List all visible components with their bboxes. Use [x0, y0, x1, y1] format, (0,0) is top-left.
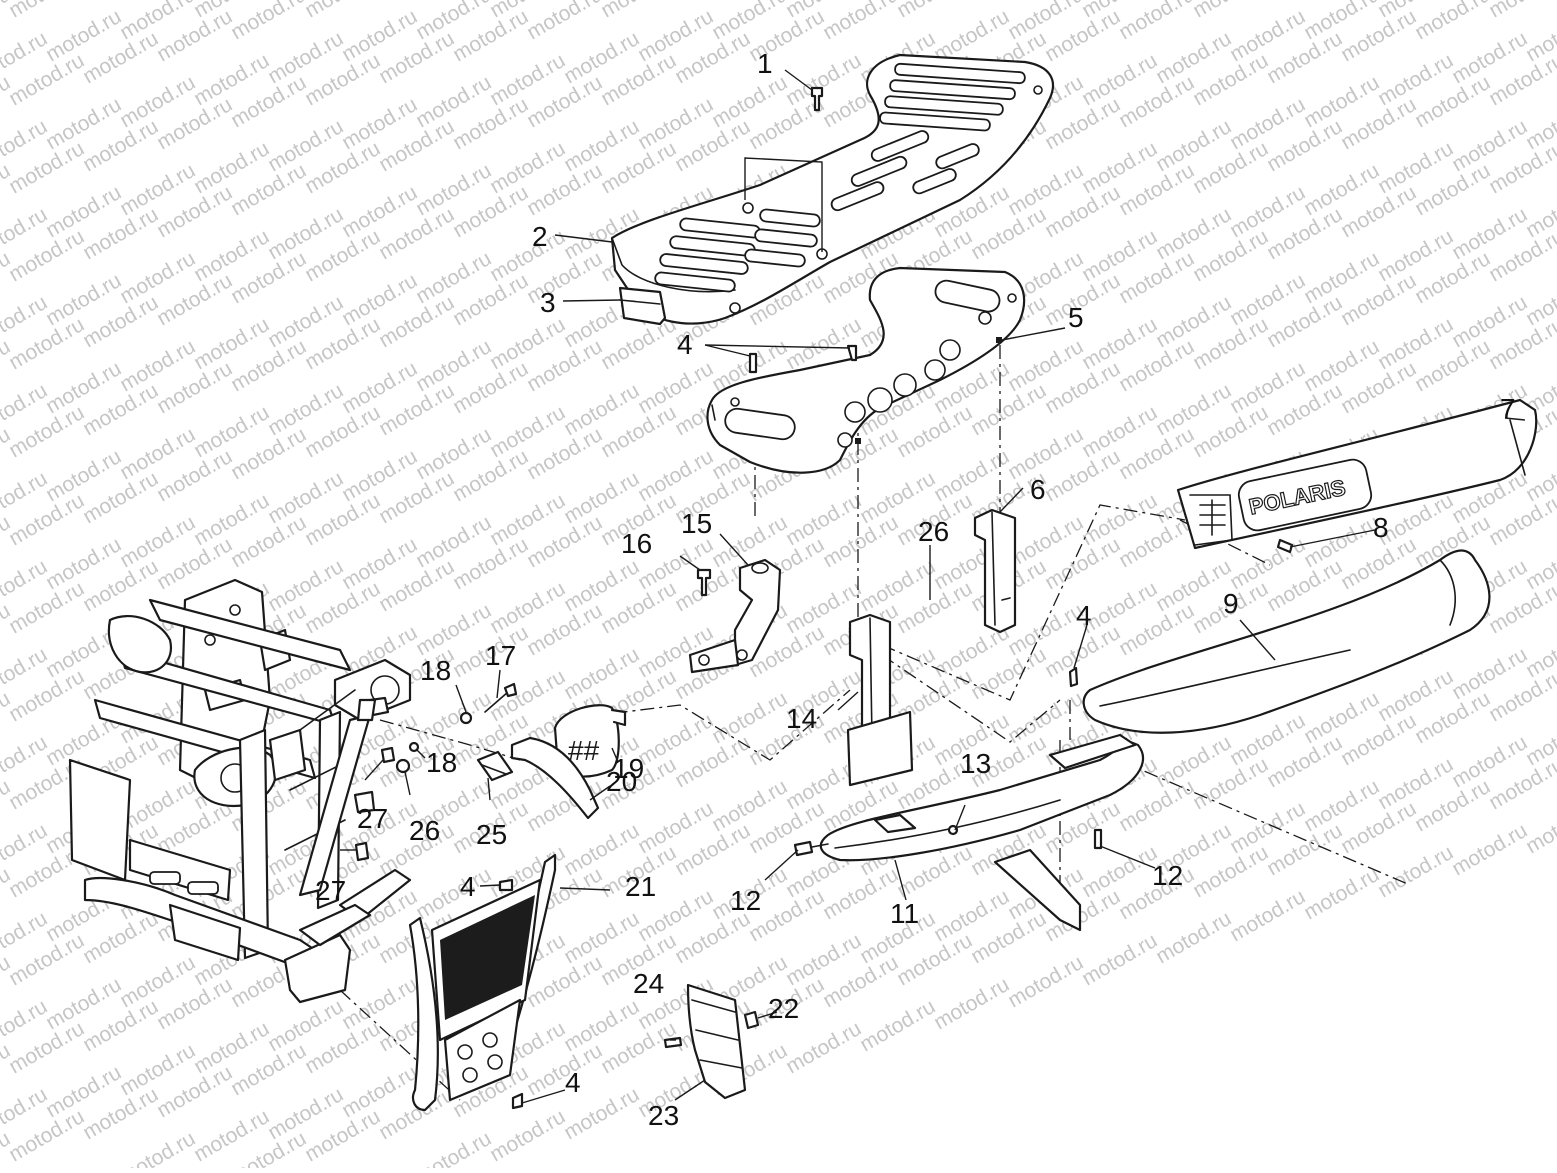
watermark-text: motod.ru	[597, 0, 680, 22]
callout-26a: 26	[918, 516, 949, 547]
watermark-text: motod.ru	[486, 1105, 569, 1166]
callout-18a: 18	[420, 655, 451, 686]
watermark-text: motod.ru	[1078, 929, 1161, 990]
watermark-text: motod.ru	[819, 0, 902, 44]
callout-22: 22	[768, 993, 799, 1024]
watermark-text: motod.ru	[1374, 841, 1457, 902]
watermark-text: motod.ru	[523, 0, 606, 44]
callout-27b: 27	[315, 875, 346, 906]
callout-4d: 4	[565, 1067, 581, 1098]
watermark-text: motod.ru	[1115, 0, 1198, 44]
watermark-text: motod.ru	[856, 995, 939, 1056]
callout-16: 16	[621, 528, 652, 559]
watermark-text: motod.ru	[1189, 0, 1272, 22]
callout-18b: 18	[426, 747, 457, 778]
callout-4c: 4	[460, 871, 476, 902]
watermark-text: motod.ru	[1411, 0, 1494, 44]
callout-8: 8	[1373, 512, 1389, 543]
callout-13: 13	[960, 748, 991, 779]
callout-23: 23	[648, 1100, 679, 1131]
callout-21: 21	[625, 871, 656, 902]
watermark-text: motod.ru	[1152, 907, 1235, 968]
watermark-text: motod.ru	[227, 0, 310, 44]
callout-24: 24	[633, 968, 664, 999]
callout-6: 6	[1030, 474, 1046, 505]
watermark-text: motod.ru	[301, 0, 384, 22]
watermark-text: motod.ru	[5, 0, 88, 22]
watermark-text: motod.ru	[116, 1127, 199, 1168]
callout-9: 9	[1223, 588, 1239, 619]
watermark-text: motod.ru	[412, 1127, 495, 1168]
watermark-text: motod.ru	[930, 973, 1013, 1034]
watermark-text: motod.ru	[1522, 797, 1557, 858]
callout-7: 7	[1500, 393, 1516, 424]
callout-17: 17	[485, 640, 516, 671]
callout-1: 3	[540, 287, 556, 318]
callout-10: 12	[1152, 860, 1183, 891]
callout-4b: 4	[1076, 600, 1092, 631]
callout-12: 12	[730, 885, 761, 916]
callout-3: 1	[757, 48, 773, 79]
callout-25: 25	[476, 819, 507, 850]
callout-27a: 27	[357, 803, 388, 834]
watermark-text: motod.ru	[1226, 885, 1309, 946]
callout-2: 2	[532, 221, 548, 252]
rack-clip	[620, 288, 665, 324]
callout-15: 15	[681, 508, 712, 539]
callout-20: 20	[606, 766, 637, 797]
watermark-text: motod.ru	[893, 0, 976, 22]
watermark-text: motod.ru	[1448, 819, 1531, 880]
watermark-text: motod.ru	[1004, 951, 1087, 1012]
callout-4a: 4	[677, 329, 693, 360]
watermark-text: motod.ru	[782, 1017, 865, 1078]
callout-14: 14	[786, 703, 817, 734]
callout-11: 11	[890, 898, 919, 929]
watermark-text: motod.ru	[1485, 0, 1557, 22]
svg-text:##: ##	[568, 735, 600, 766]
callout-26b: 26	[409, 815, 440, 846]
watermark-text: motod.ru	[1300, 863, 1383, 924]
callout-5: 5	[1068, 302, 1084, 333]
